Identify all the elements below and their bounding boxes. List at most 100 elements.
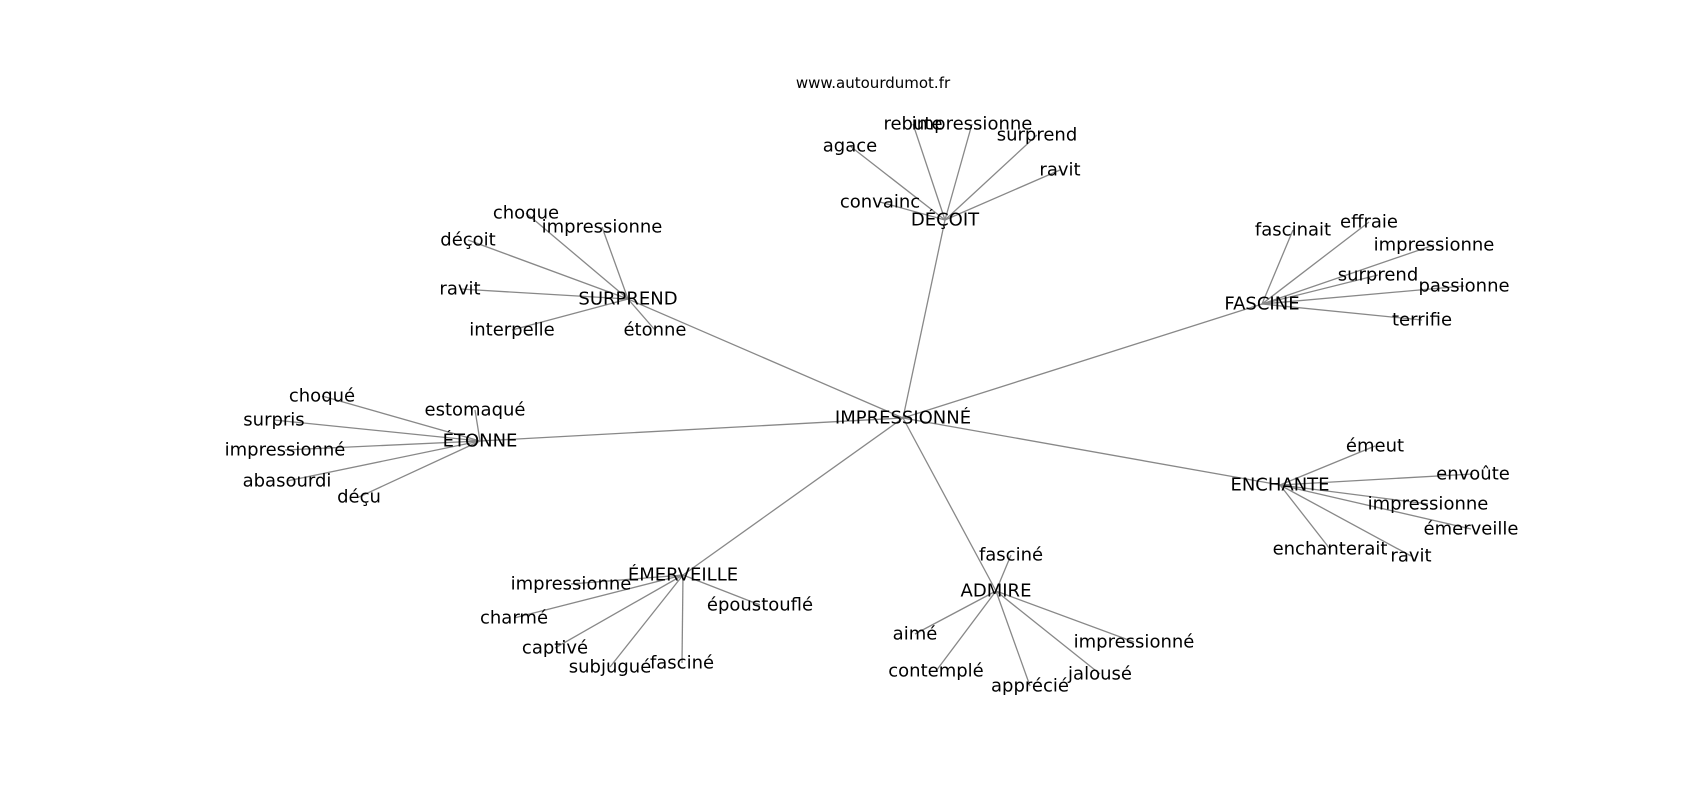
hub-leaf-edge xyxy=(513,574,684,619)
leaf-node-label: époustouflé xyxy=(707,595,813,616)
leaf-node-label: choque xyxy=(493,203,559,224)
leaf-node-label: convainc xyxy=(840,192,920,213)
leaf-node-label: ravit xyxy=(1390,546,1431,567)
hub-leaf-edge xyxy=(570,574,684,585)
hub-leaf-edge xyxy=(601,226,629,300)
hub-leaf-edge xyxy=(1261,274,1379,305)
hub-leaf-edge xyxy=(511,298,629,331)
hub-leaf-edge xyxy=(682,574,761,606)
hub-leaf-edge xyxy=(914,590,997,635)
leaf-node-label: apprécié xyxy=(991,676,1069,697)
hub-leaf-edge xyxy=(681,574,684,664)
leaf-node-label: abasourdi xyxy=(243,471,332,492)
graph-edges xyxy=(273,123,1474,687)
center-hub-edge xyxy=(902,303,1263,419)
hub-leaf-edge xyxy=(1279,484,1472,530)
hub-leaf-edge xyxy=(1261,229,1294,305)
hub-leaf-edge xyxy=(1279,473,1474,486)
hub-leaf-edge xyxy=(1279,484,1331,550)
center-hub-edge xyxy=(682,417,904,576)
hub-leaf-edge xyxy=(554,574,684,649)
leaf-node-label: déçu xyxy=(337,487,381,508)
leaf-node-label: effraie xyxy=(1340,212,1398,233)
leaf-node-label: fascinait xyxy=(1255,220,1331,241)
hub-leaf-edge xyxy=(525,212,629,300)
leaf-node-label: contemplé xyxy=(888,661,983,682)
leaf-node-label: impressionne xyxy=(912,114,1033,135)
leaf-node-label: jalousé xyxy=(1067,664,1132,685)
hub-node-label: FASCINE xyxy=(1224,294,1299,315)
leaf-node-label: émeut xyxy=(1346,436,1404,457)
center-hub-edge xyxy=(627,298,904,419)
hub-leaf-edge xyxy=(944,123,973,221)
hub-leaf-edge xyxy=(1261,221,1370,305)
hub-leaf-edge xyxy=(944,134,1038,221)
leaf-node-label: subjugué xyxy=(569,657,652,678)
hub-leaf-edge xyxy=(1279,484,1429,505)
leaf-node-label: impressionne xyxy=(1368,494,1489,515)
leaf-node-label: déçoit xyxy=(440,230,495,251)
hub-leaf-edge xyxy=(995,590,1135,643)
hub-leaf-edge xyxy=(474,409,481,442)
hub-leaf-edge xyxy=(935,590,997,672)
hub-leaf-edge xyxy=(358,440,481,498)
hub-node-label: DÉÇOIT xyxy=(911,209,980,231)
leaf-node-label: surpris xyxy=(243,410,304,431)
hub-leaf-edge xyxy=(609,574,684,668)
leaf-node-label: ravit xyxy=(1039,160,1080,181)
leaf-node-label: captivé xyxy=(522,638,588,659)
hub-leaf-edge xyxy=(273,419,481,442)
hub-leaf-edge xyxy=(944,169,1061,221)
hub-leaf-edge xyxy=(286,440,481,482)
leaf-node-label: estomaqué xyxy=(425,400,526,421)
hub-leaf-edge xyxy=(1261,285,1465,305)
leaf-node-label: surprend xyxy=(997,125,1078,146)
leaf-node-label: surprend xyxy=(1338,265,1419,286)
center-hub-edge xyxy=(902,417,1281,486)
leaf-node-label: ravit xyxy=(439,279,480,300)
hub-node-label: ENCHANTE xyxy=(1230,475,1329,496)
hub-leaf-edge xyxy=(995,590,1031,687)
leaf-node-label: interpelle xyxy=(469,320,555,341)
leaf-node-label: aimé xyxy=(893,624,938,645)
hub-node-label: ADMIRE xyxy=(961,581,1032,602)
hub-leaf-edge xyxy=(1279,484,1412,557)
hub-leaf-edge xyxy=(467,239,629,300)
leaf-node-label: enchanterait xyxy=(1273,539,1388,560)
center-hub-edge xyxy=(902,417,997,592)
hub-leaf-edge xyxy=(995,554,1012,592)
hub-leaf-edge xyxy=(627,298,656,331)
leaf-node-label: choqué xyxy=(289,386,355,407)
leaf-node-label: fasciné xyxy=(650,653,714,674)
center-hub-edge xyxy=(479,417,904,442)
hub-leaf-edge xyxy=(321,395,481,442)
hub-leaf-edge xyxy=(849,145,946,221)
hub-leaf-edge xyxy=(995,590,1101,675)
leaf-node-label: étonne xyxy=(623,320,686,341)
hub-leaf-edge xyxy=(879,201,946,221)
hub-leaf-edge xyxy=(1261,244,1435,305)
leaf-node-label: impressionné xyxy=(1074,632,1195,653)
hub-leaf-edge xyxy=(912,123,946,221)
leaf-node-label: passionne xyxy=(1418,276,1509,297)
leaf-node-label: émerveille xyxy=(1424,519,1519,540)
source-watermark: www.autourdumot.fr xyxy=(796,74,951,92)
leaf-node-label: rebute xyxy=(883,114,942,135)
hub-leaf-edge xyxy=(1261,303,1423,321)
hub-leaf-edge xyxy=(284,440,481,451)
hub-node-label: ÉTONNE xyxy=(443,430,518,452)
leaf-node-label: impressionne xyxy=(1374,235,1495,256)
center-hub-edge xyxy=(902,219,946,419)
graph-labels: IMPRESSIONNÉDÉÇOITagacerebuteimpressionn… xyxy=(225,114,1519,697)
leaf-node-label: impressionne xyxy=(542,217,663,238)
hub-node-label: ÉMERVEILLE xyxy=(628,564,738,586)
center-node-label: IMPRESSIONNÉ xyxy=(835,407,971,429)
hub-node-label: SURPREND xyxy=(578,289,677,310)
leaf-node-label: envoûte xyxy=(1436,464,1510,485)
leaf-node-label: impressionne xyxy=(511,574,632,595)
hub-leaf-edge xyxy=(459,288,629,300)
leaf-node-label: agace xyxy=(823,136,877,157)
leaf-node-label: charmé xyxy=(480,608,548,629)
leaf-node-label: terrifie xyxy=(1392,310,1452,331)
